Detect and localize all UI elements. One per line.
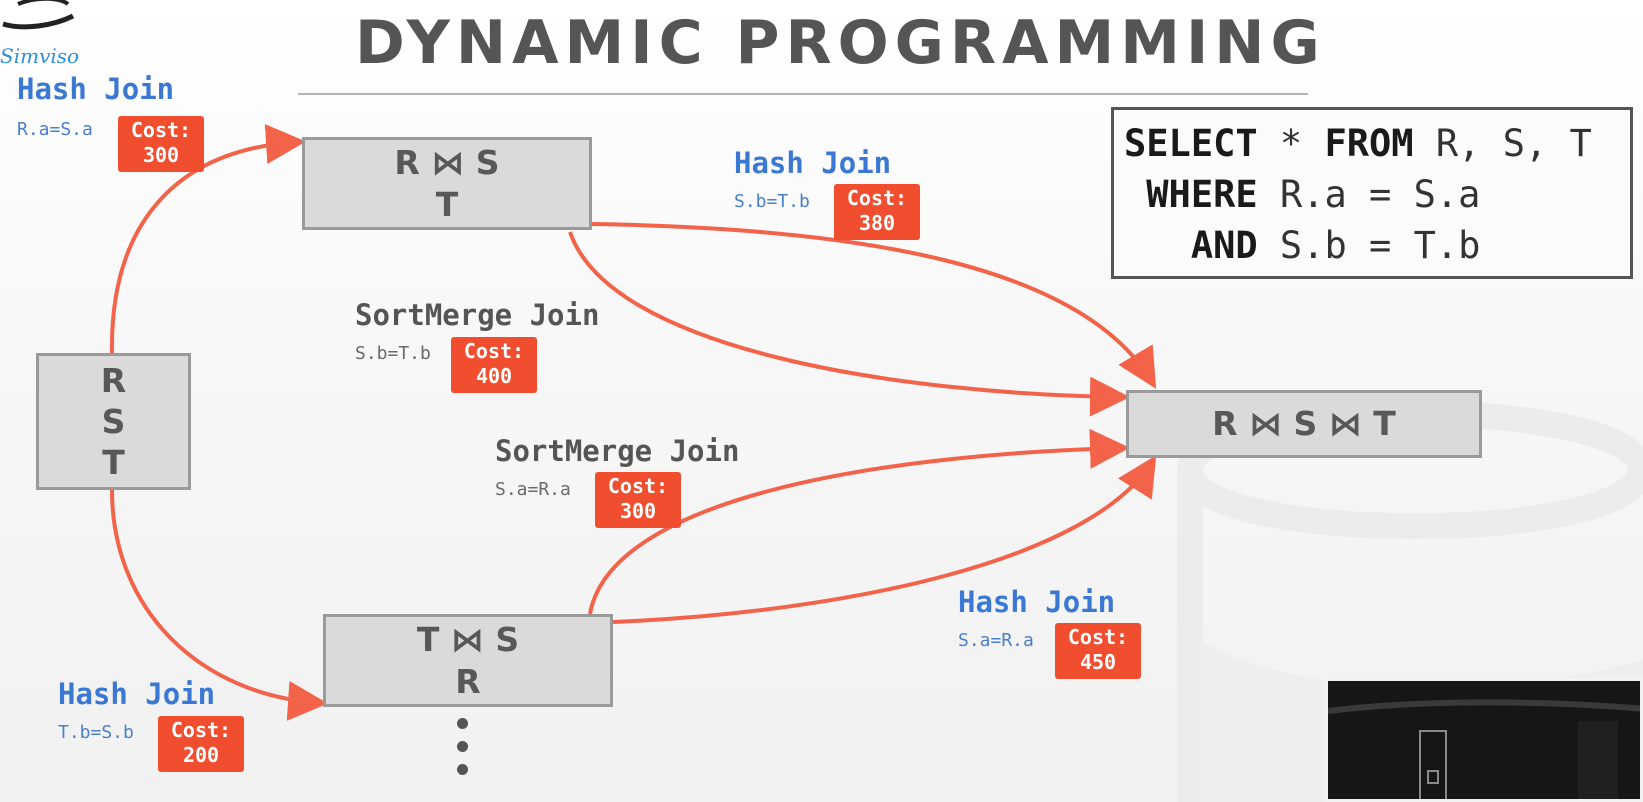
cost-label: Cost: xyxy=(1067,625,1129,649)
cost-label: Cost: xyxy=(463,339,525,363)
cost-badge: Cost: 300 xyxy=(118,116,204,172)
sql-keyword-select: SELECT xyxy=(1124,122,1258,165)
edge-label-predicate: S.a=R.a xyxy=(958,630,1034,651)
edge-rst-to-ts xyxy=(110,489,328,721)
cost-badge: Cost: 400 xyxy=(451,337,537,393)
sql-keyword-and: AND xyxy=(1190,224,1258,267)
cost-badge: Cost: 380 xyxy=(834,184,920,240)
more-options-ellipsis-icon xyxy=(452,718,472,802)
edge-rs-to-final-sortmerge xyxy=(568,231,1130,417)
edge-label-predicate: R.a=S.a xyxy=(17,119,93,140)
video-frame-icon xyxy=(1328,681,1640,799)
cost-badge: Cost: 300 xyxy=(595,472,681,528)
cost-value: 200 xyxy=(182,743,220,767)
sql-line-2: WHERE R.a = S.a xyxy=(1124,169,1630,220)
edge-rst-to-rs xyxy=(109,124,306,354)
edge-label-predicate: T.b=S.b xyxy=(58,722,134,743)
cost-label: Cost: xyxy=(846,186,908,210)
node-final-label: R ⋈ S ⋈ T xyxy=(1212,404,1396,444)
node-rst-line-s: S xyxy=(101,401,126,441)
cost-badge: Cost: 450 xyxy=(1055,623,1141,679)
edge-label-algorithm: Hash Join xyxy=(58,677,216,711)
sql-keyword-from: FROM xyxy=(1324,122,1414,165)
title-underline xyxy=(298,93,1308,95)
cost-label: Cost: xyxy=(130,118,192,142)
sql-keyword-where: WHERE xyxy=(1146,173,1258,216)
node-r-join-s-t-line2: T xyxy=(435,184,459,224)
cost-value: 400 xyxy=(475,364,513,388)
node-rst-line-r: R xyxy=(100,360,127,400)
edge-ts-to-final-hash xyxy=(612,455,1157,624)
sql-text: * xyxy=(1257,122,1325,165)
edge-ts-to-final-sortmerge xyxy=(588,428,1130,615)
edge-label-algorithm: Hash Join xyxy=(17,72,175,106)
edge-label-algorithm: SortMerge Join xyxy=(355,298,600,332)
node-rst-line-t: T xyxy=(102,443,125,483)
logo-swoosh-icon xyxy=(2,0,75,30)
cost-value: 300 xyxy=(142,143,180,167)
sql-line-3: AND S.b = T.b xyxy=(1124,220,1630,271)
node-r-join-s-t: R ⋈ S T xyxy=(302,137,592,230)
cost-badge: Cost: 200 xyxy=(158,716,244,772)
video-overlay xyxy=(1325,678,1643,802)
edge-rs-to-final-hash xyxy=(591,222,1157,389)
edge-label-algorithm: Hash Join xyxy=(958,585,1116,619)
edge-label-algorithm: Hash Join xyxy=(734,146,892,180)
cost-value: 380 xyxy=(858,211,896,235)
sql-text: S.b = T.b xyxy=(1257,224,1481,267)
sql-query-box: SELECT * FROM R, S, T WHERE R.a = S.a AN… xyxy=(1111,107,1633,279)
node-rst: R S T xyxy=(36,353,191,490)
cost-label: Cost: xyxy=(170,718,232,742)
edge-label-predicate: S.b=T.b xyxy=(734,191,810,212)
edge-label-predicate: S.a=R.a xyxy=(495,479,571,500)
node-r-join-s-t-line1: R ⋈ S xyxy=(394,143,500,183)
sql-line-1: SELECT * FROM R, S, T xyxy=(1124,118,1630,169)
sql-text: R.a = S.a xyxy=(1257,173,1481,216)
node-t-join-s-r: T ⋈ S R xyxy=(323,614,613,707)
edge-label-algorithm: SortMerge Join xyxy=(495,434,740,468)
watermark-logo-text: Simviso xyxy=(0,44,80,68)
node-t-join-s-r-line1: T ⋈ S xyxy=(416,620,520,660)
cost-value: 450 xyxy=(1079,650,1117,674)
slide-title: DYNAMIC PROGRAMMING xyxy=(355,8,1326,78)
cost-label: Cost: xyxy=(607,474,669,498)
node-final-join: R ⋈ S ⋈ T xyxy=(1126,390,1482,458)
node-t-join-s-r-line2: R xyxy=(455,661,481,701)
sql-text: R, S, T xyxy=(1413,122,1592,165)
cost-value: 300 xyxy=(619,499,657,523)
edge-label-predicate: S.b=T.b xyxy=(355,343,431,364)
